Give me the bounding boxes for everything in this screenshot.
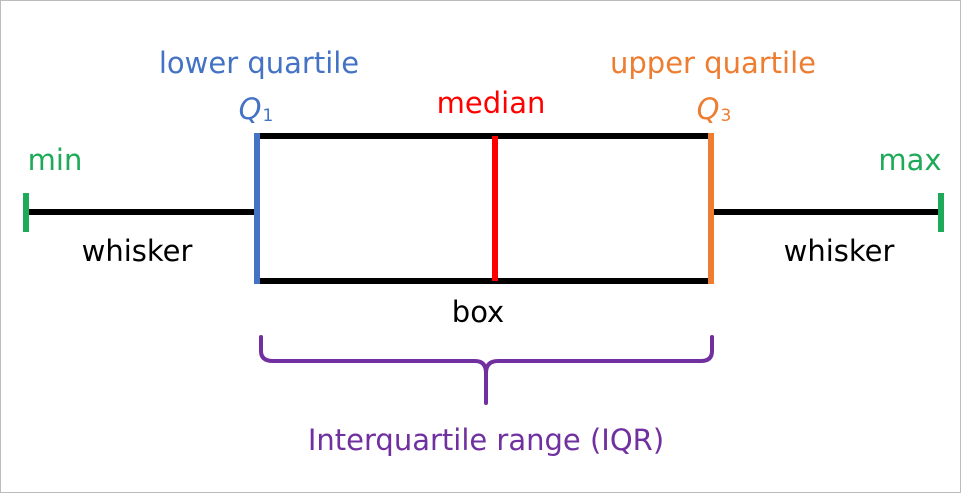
iqr-brace bbox=[259, 335, 714, 405]
left-whisker-label: whisker bbox=[81, 234, 193, 268]
q1-letter: Q bbox=[238, 92, 262, 126]
right-whisker-label: whisker bbox=[783, 234, 895, 268]
q3-subscript: 3 bbox=[720, 106, 732, 126]
q3-letter: Q bbox=[696, 92, 720, 126]
box-label: box bbox=[451, 295, 505, 329]
q1-subscript: 1 bbox=[262, 106, 274, 126]
min-label: min bbox=[27, 143, 83, 177]
lower-quartile-label: lower quartile bbox=[158, 46, 360, 80]
max-label: max bbox=[878, 143, 942, 177]
upper-quartile-label: upper quartile bbox=[610, 46, 816, 80]
median-label: median bbox=[436, 86, 546, 120]
q1-label: Q1 bbox=[239, 95, 274, 125]
q3-label: Q3 bbox=[697, 95, 732, 125]
iqr-label: Interquartile range (IQR) bbox=[307, 423, 665, 457]
